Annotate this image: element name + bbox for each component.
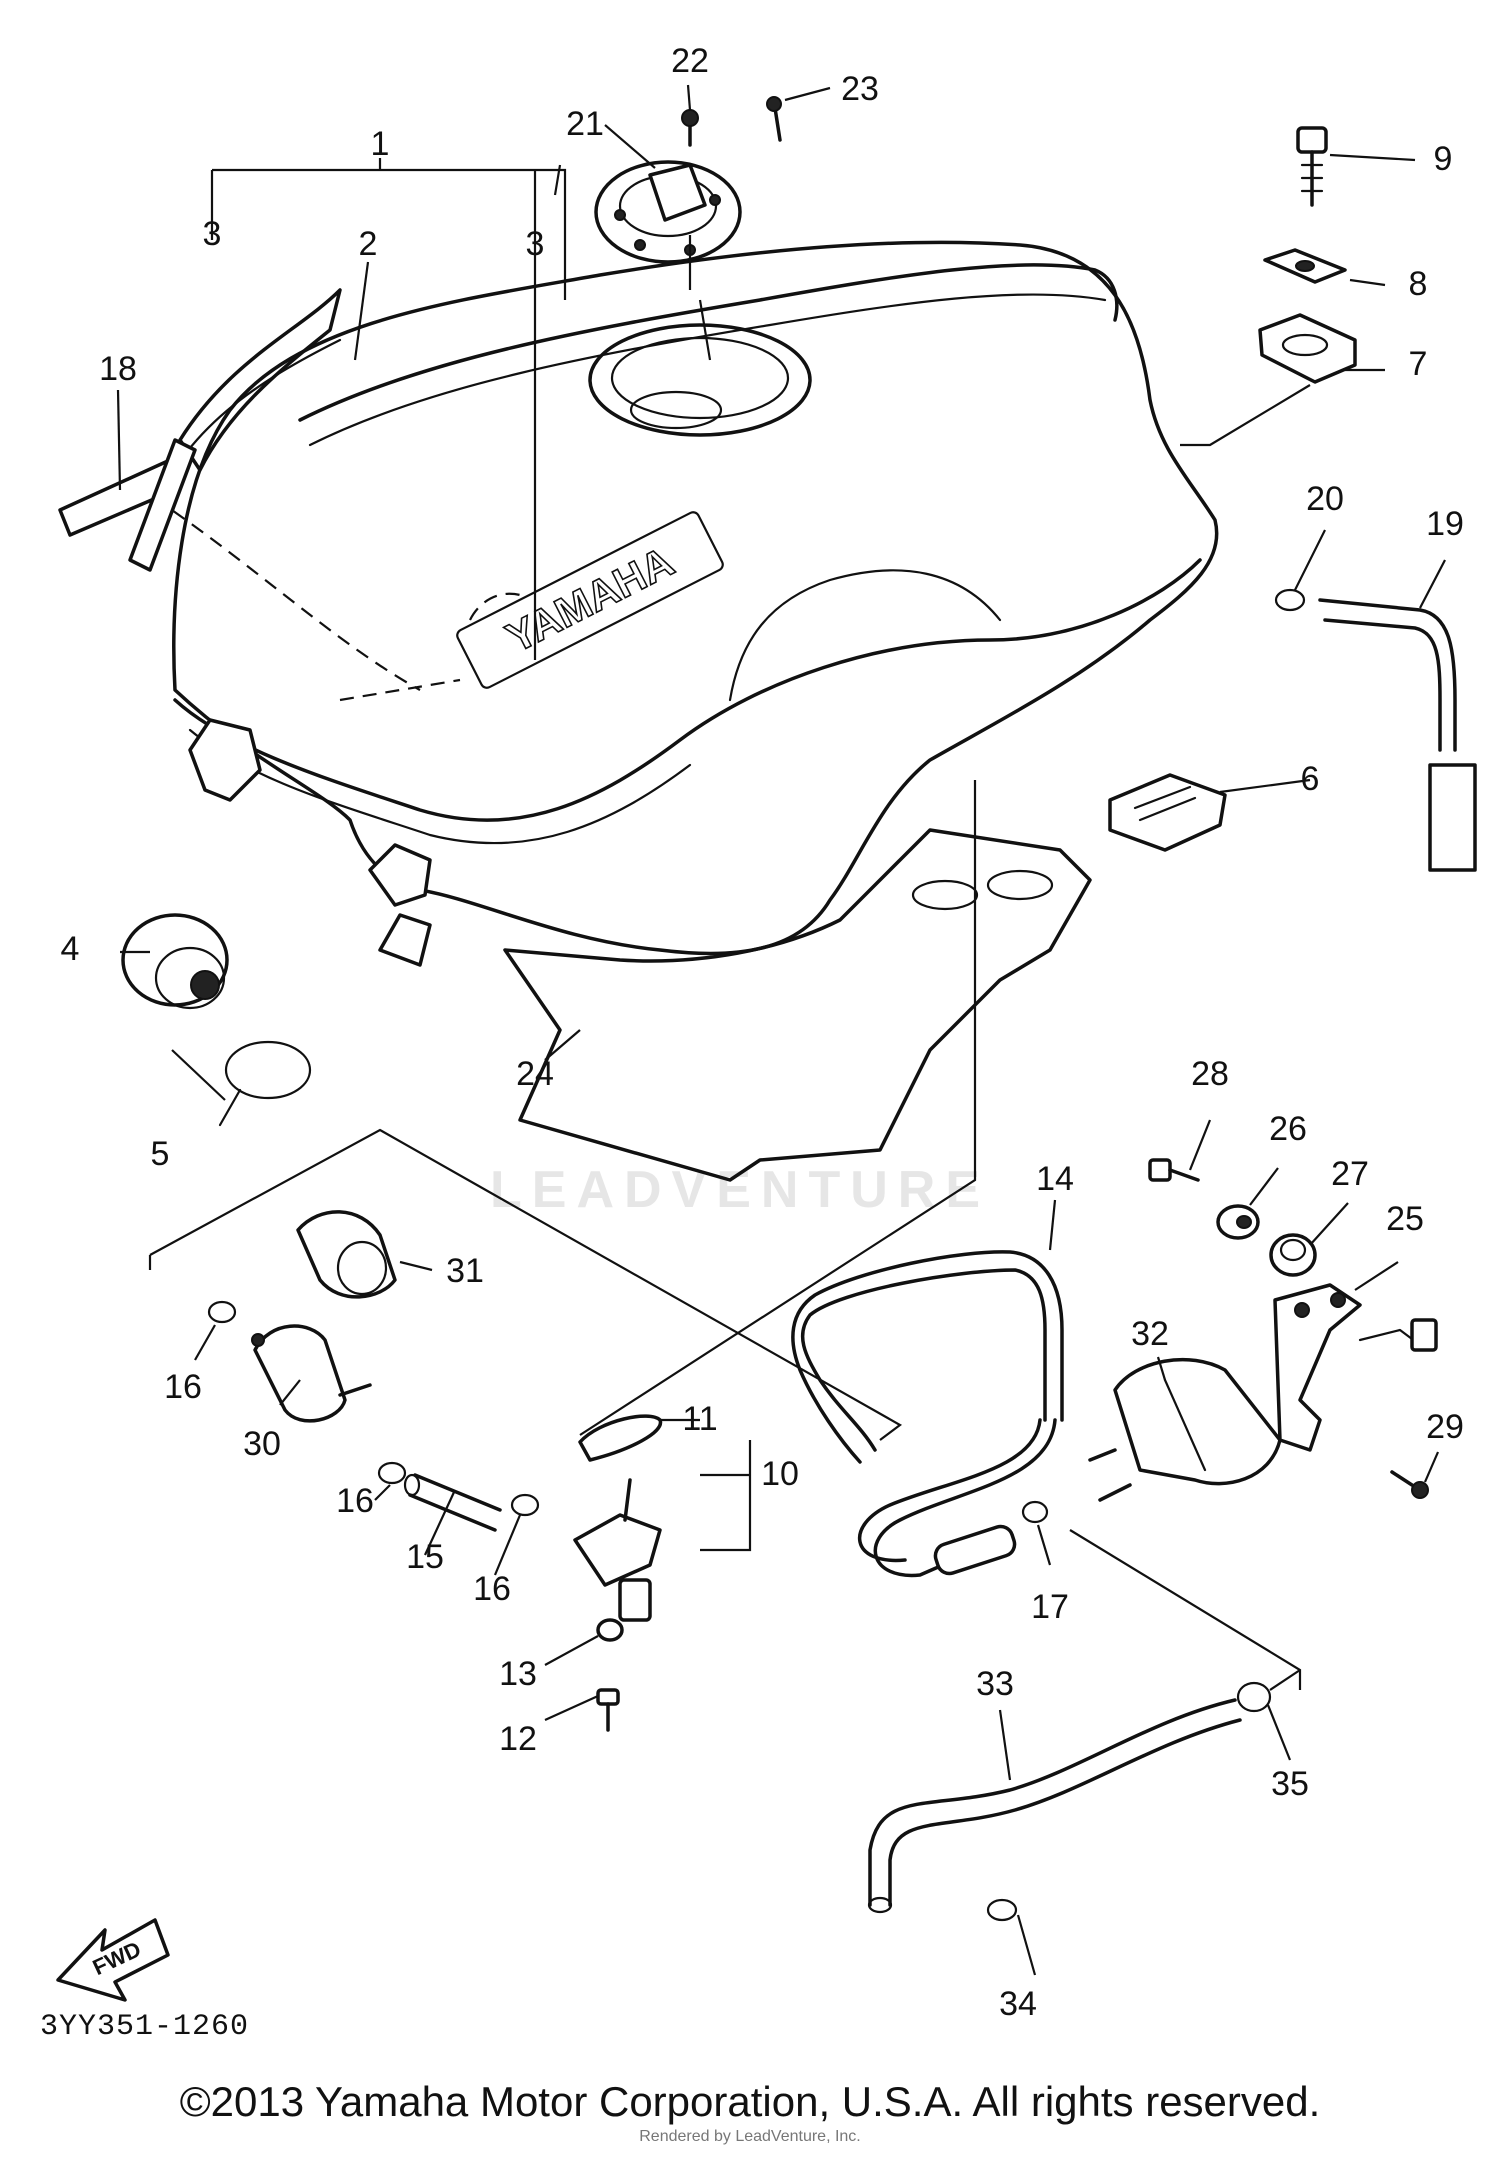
callout-3b: 3 — [526, 225, 545, 263]
callout-9: 9 — [1434, 140, 1453, 178]
callout-30: 30 — [243, 1425, 281, 1463]
breather-hose-19[interactable] — [1318, 598, 1477, 872]
grommet-4[interactable] — [121, 913, 229, 1010]
callout-7: 7 — [1409, 345, 1428, 383]
screw-12[interactable] — [596, 1688, 620, 1732]
callout-2: 2 — [359, 225, 378, 263]
callout-26: 26 — [1269, 1110, 1307, 1148]
callout-27: 27 — [1331, 1155, 1369, 1193]
tank-stripe-parts[interactable] — [58, 288, 342, 572]
cap-screw-22[interactable] — [681, 109, 699, 147]
fuel-cap-part[interactable] — [594, 160, 742, 264]
collar-26[interactable] — [1216, 1204, 1260, 1240]
screw-29[interactable] — [1390, 1470, 1429, 1499]
callout-8: 8 — [1409, 265, 1428, 303]
washer-13[interactable] — [596, 1618, 624, 1642]
hose-clip-35[interactable] — [1236, 1681, 1272, 1713]
callout-22: 22 — [671, 42, 709, 80]
callout-31: 31 — [446, 1252, 484, 1290]
callout-12: 12 — [499, 1720, 537, 1758]
leader-7 — [1180, 384, 1311, 447]
callout-21: 21 — [566, 105, 604, 143]
watermark: LEADVENTURE — [490, 1161, 991, 1219]
rendered-by-notice: Rendered by LeadVenture, Inc. — [639, 2128, 861, 2145]
callout-4: 4 — [61, 930, 80, 968]
fuel-cock-10[interactable] — [573, 1478, 662, 1622]
bolt-28[interactable] — [1148, 1158, 1200, 1182]
callout-25: 25 — [1386, 1200, 1424, 1238]
callout-24: 24 — [516, 1055, 554, 1093]
cap-screw-23[interactable] — [766, 96, 782, 142]
diagram-code: 3YY351-1260 — [40, 2010, 250, 2044]
callout-29: 29 — [1426, 1408, 1464, 1446]
callout-17: 17 — [1031, 1588, 1069, 1626]
bolt-9[interactable] — [1296, 126, 1328, 207]
fuel-pump-32[interactable] — [1088, 1357, 1282, 1502]
pump-bracket-25[interactable] — [1273, 1283, 1438, 1452]
fuel-tank-part[interactable]: YAMAHA — [134, 240, 1219, 967]
damper-7[interactable] — [1258, 313, 1357, 384]
hose-clip-16c[interactable] — [510, 1493, 540, 1517]
callout-13: 13 — [499, 1655, 537, 1693]
callout-6: 6 — [1301, 760, 1320, 798]
grouping-lines — [148, 164, 1302, 1691]
callout-15: 15 — [406, 1538, 444, 1576]
callout-18: 18 — [99, 350, 137, 388]
damper-6[interactable] — [1108, 773, 1227, 852]
callout-16a: 16 — [164, 1368, 202, 1406]
callout-32: 32 — [1131, 1315, 1169, 1353]
yamaha-emblem-text: YAMAHA — [499, 538, 681, 662]
tank-bottom-plate-part[interactable] — [503, 828, 1092, 1182]
hose-clip-20[interactable] — [1274, 588, 1306, 612]
callout-20: 20 — [1306, 480, 1344, 518]
callout-23: 23 — [841, 70, 879, 108]
copyright-notice: ©2013 Yamaha Motor Corporation, U.S.A. A… — [179, 2078, 1321, 2125]
hose-clip-16b[interactable] — [377, 1461, 407, 1485]
grommet-31[interactable] — [296, 1210, 397, 1299]
callout-3a: 3 — [203, 215, 222, 253]
callout-10: 10 — [761, 1455, 799, 1493]
fuel-hose-33[interactable] — [867, 1698, 1242, 1914]
callout-1: 1 — [371, 125, 390, 163]
washer-8[interactable] — [1263, 248, 1347, 284]
hose-clip-17[interactable] — [1021, 1500, 1049, 1524]
callout-34: 34 — [999, 1985, 1037, 2023]
fuel-filter-30[interactable] — [251, 1324, 372, 1423]
callout-35: 35 — [1271, 1765, 1309, 1803]
hose-clip-16a[interactable] — [207, 1300, 237, 1324]
callout-leaders — [116, 84, 1446, 1976]
callout-16b: 16 — [336, 1482, 374, 1520]
hose-clip-34[interactable] — [986, 1898, 1018, 1922]
callout-14: 14 — [1036, 1160, 1074, 1198]
forward-arrow-icon: FWD — [56, 1918, 170, 2002]
damper-27[interactable] — [1269, 1233, 1317, 1277]
fuel-hose-15[interactable] — [403, 1473, 502, 1532]
callout-11: 11 — [682, 1400, 717, 1438]
o-ring-11[interactable] — [578, 1414, 663, 1462]
callout-19: 19 — [1426, 505, 1464, 543]
callout-33: 33 — [976, 1665, 1014, 1703]
clamp-5[interactable] — [218, 1040, 312, 1127]
callout-16c: 16 — [473, 1570, 511, 1608]
fuel-hose-14[interactable] — [791, 1250, 1064, 1578]
callout-5: 5 — [151, 1135, 170, 1173]
callout-28: 28 — [1191, 1055, 1229, 1093]
